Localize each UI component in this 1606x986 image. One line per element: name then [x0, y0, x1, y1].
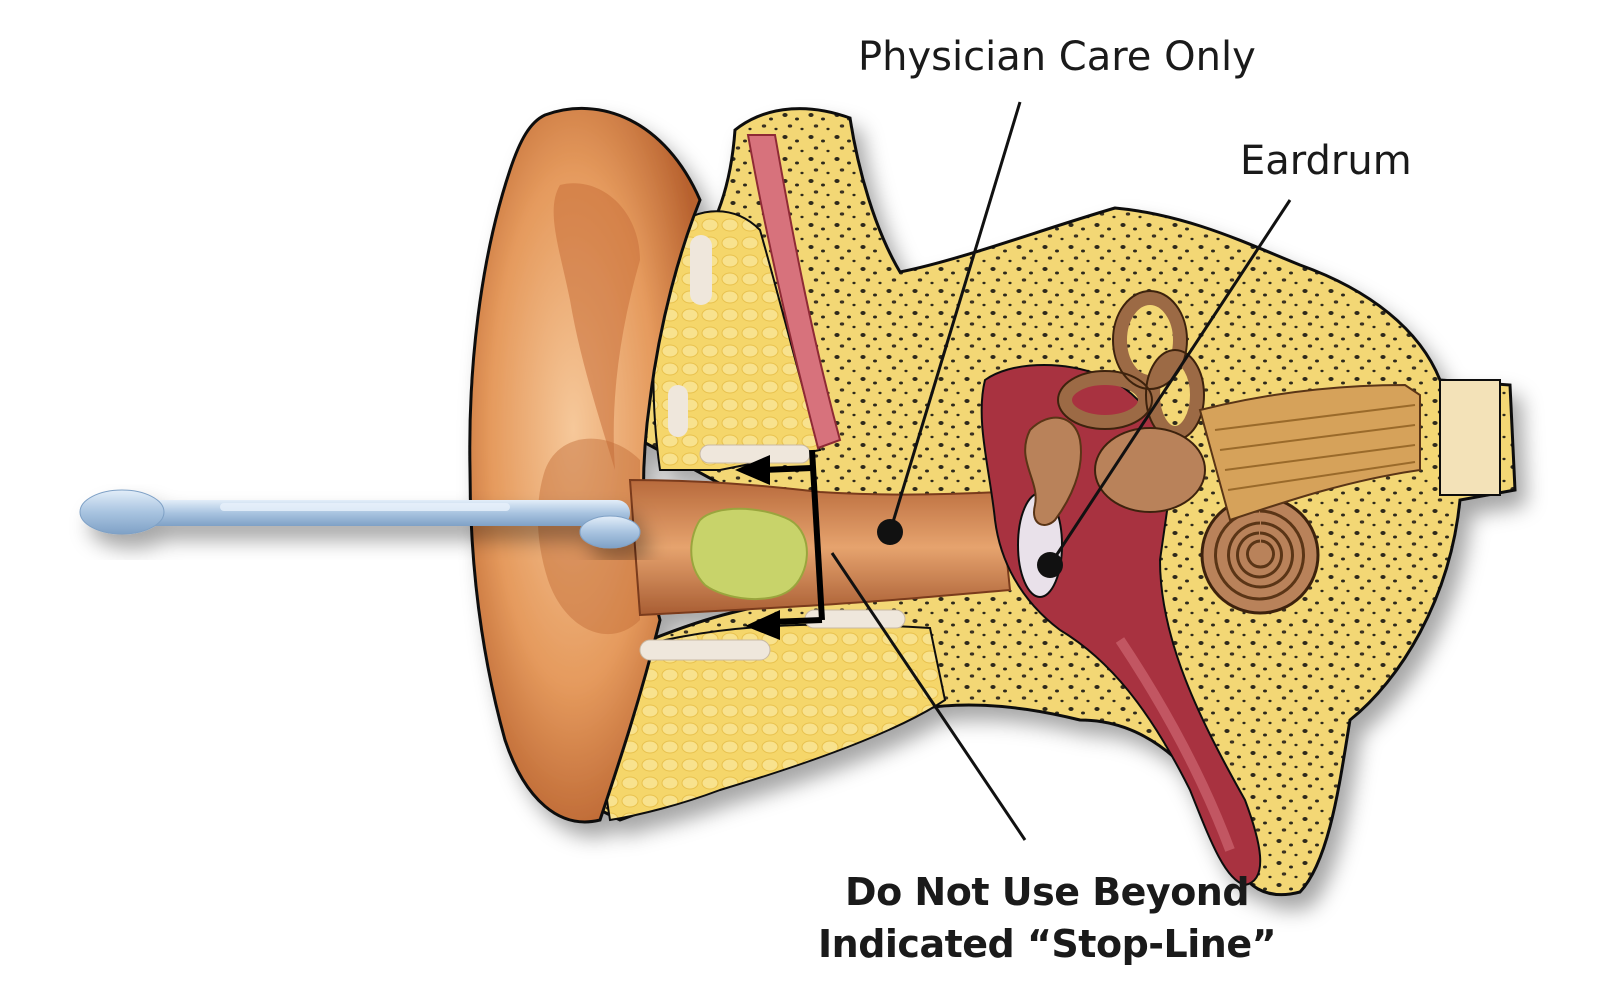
cartilage-strip-lower-1: [639, 639, 771, 661]
pointer-dot-canal: [877, 519, 903, 545]
vestibule: [1094, 427, 1206, 513]
stop-line-arrow-upper: [735, 455, 770, 485]
leader-eardrum: [1048, 199, 1292, 566]
stop-line-arrow-lower: [745, 610, 780, 640]
semicircular-canals-outline: [1057, 290, 1205, 441]
pointer-dot-eardrum: [1037, 552, 1063, 578]
leader-physician: [888, 101, 1022, 533]
label-stop-line-warning: Do Not Use Beyond Indicated “Stop-Line”: [818, 866, 1277, 970]
leader-stop-line: [830, 552, 1027, 841]
earwax: [690, 507, 808, 601]
swab-tip-left: [79, 489, 165, 535]
cochlea: [1200, 495, 1320, 615]
ossicles: [1024, 416, 1082, 526]
nerve-fibers: [1214, 404, 1416, 491]
label-physician-care-only: Physician Care Only: [858, 34, 1256, 80]
label-eardrum: Eardrum: [1240, 138, 1412, 184]
cartilage-strip-vertical-2: [668, 385, 688, 437]
leader-lines: [830, 101, 1292, 841]
cartilage-strip-vertical-1: [690, 235, 712, 305]
stop-line-text-1: Do Not Use Beyond: [845, 870, 1250, 914]
pinna-fold: [553, 183, 640, 470]
ear-cross-section: [468, 106, 1517, 897]
nerve-stub: [1439, 379, 1501, 496]
muscle-band: [746, 134, 842, 450]
cotton-swab: [79, 489, 641, 549]
stop-line-text-2: Indicated “Stop-Line”: [818, 922, 1277, 966]
swab-tip-right: [579, 515, 641, 549]
eustachian-tube-highlight: [1115, 637, 1235, 852]
cartilage-strip-upper: [699, 444, 811, 464]
